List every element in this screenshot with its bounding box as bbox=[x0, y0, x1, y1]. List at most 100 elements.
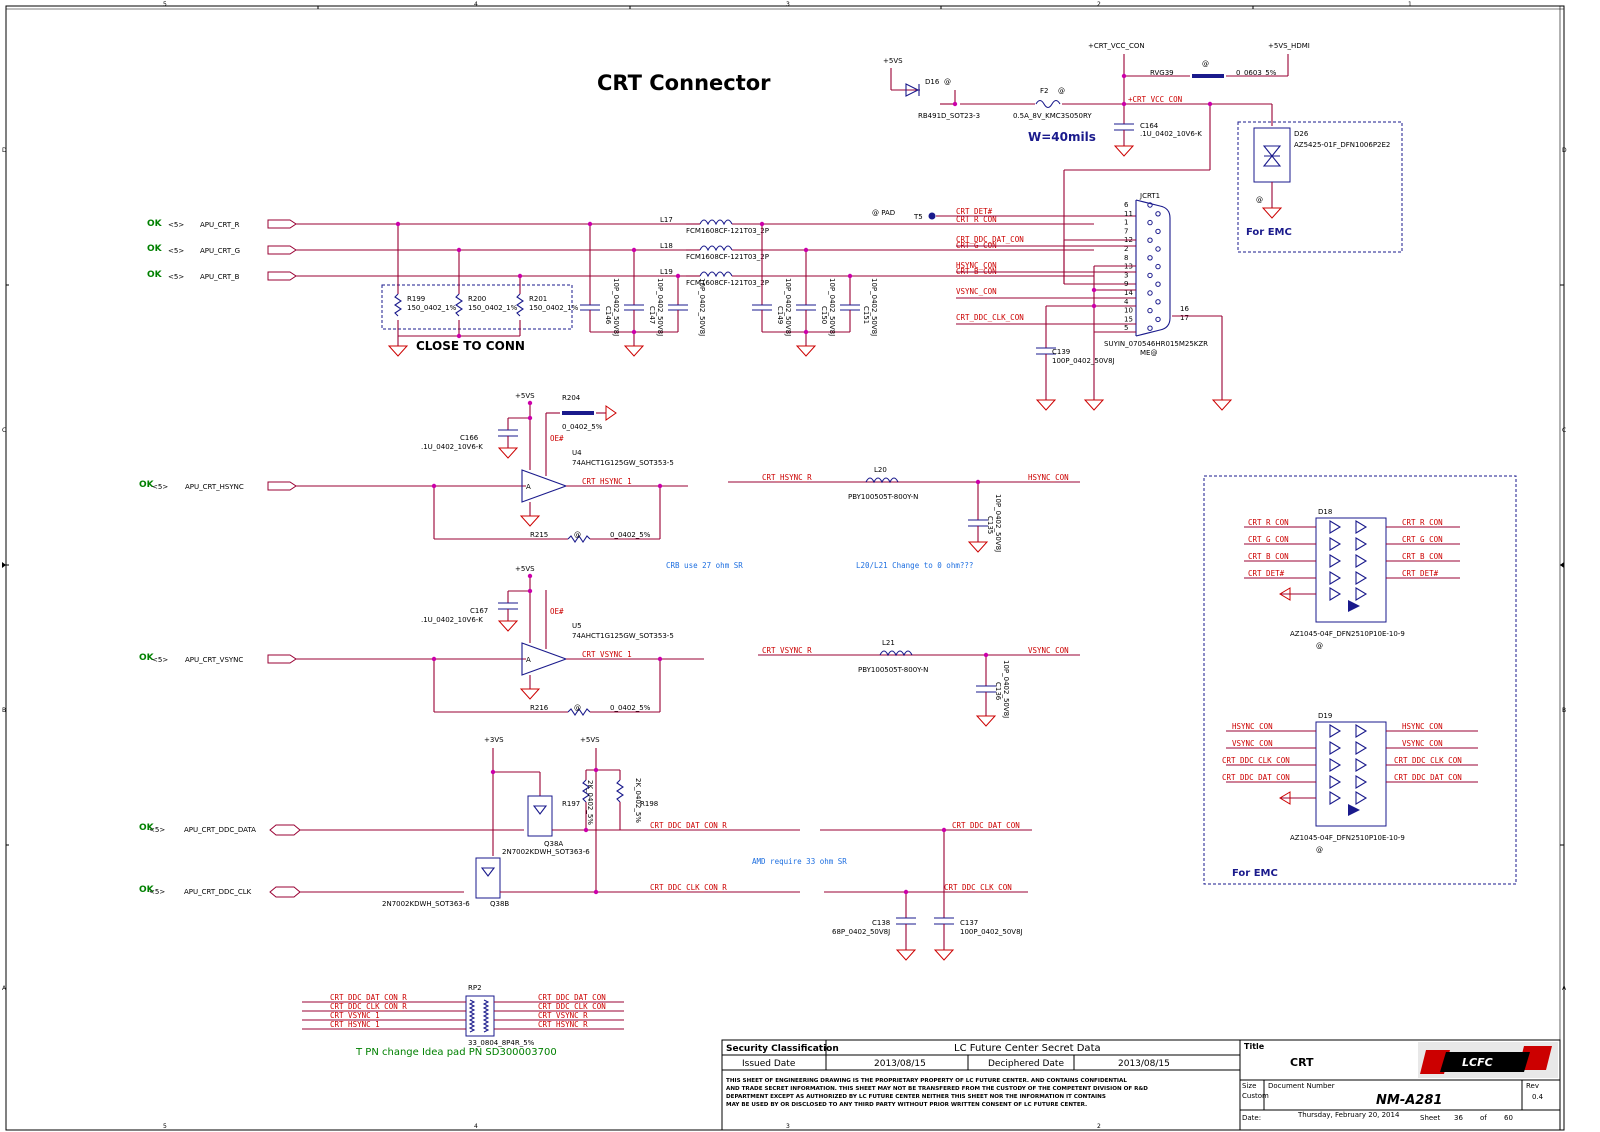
r201-symbol bbox=[516, 293, 524, 317]
d18-diodes-icon bbox=[1329, 520, 1368, 601]
r199-value: 150_0402_1% bbox=[407, 304, 457, 312]
rgb-term-ground bbox=[387, 345, 409, 357]
net-crt-vsync-1: CRT_VSYNC_1 bbox=[582, 650, 632, 659]
d16-at: @ bbox=[944, 78, 951, 86]
d19-diodes-icon bbox=[1329, 724, 1368, 805]
r199-ref: R199 bbox=[407, 295, 425, 303]
d26-at: @ bbox=[1256, 196, 1263, 204]
jcrt1-pin-contact bbox=[1147, 237, 1153, 243]
power-5vs-label: +5VS bbox=[883, 57, 903, 65]
date-label: Date: bbox=[1242, 1114, 1261, 1122]
c148-value: 10P_0402_50V8J bbox=[698, 278, 706, 336]
d16-value: RB491D_SOT23-3 bbox=[918, 112, 980, 120]
r198-symbol bbox=[616, 779, 624, 803]
l20-inductor-symbol bbox=[865, 477, 899, 484]
rvg39-ref: RVG39 bbox=[1150, 69, 1174, 77]
d19-net-hs-right: HSYNC_CON bbox=[1402, 722, 1443, 731]
c164-value: .1U_0402_10V6-K bbox=[1140, 130, 1202, 138]
disclaimer-4: MAY BE USED BY OR DISCLOSED TO ANY THIRD… bbox=[726, 1102, 1087, 1108]
emc-label-1: For EMC bbox=[1246, 227, 1292, 238]
u5-a: A bbox=[526, 656, 531, 664]
d19-net-dat-left: CRT_DDC_DAT_CON bbox=[1222, 773, 1290, 782]
jcrt1-shield-ground bbox=[1211, 399, 1233, 411]
u5-ref: U5 bbox=[572, 622, 582, 630]
q38b-symbol bbox=[475, 857, 501, 899]
ok-ddc-clk: OK bbox=[139, 885, 155, 895]
c136-value: 10P_0402_50V8J bbox=[1002, 660, 1010, 718]
net-ddc-dat-con-r: CRT_DDC_DAT_CON_R bbox=[650, 821, 727, 830]
l21-ref: L21 bbox=[882, 639, 895, 647]
emc-label-2: For EMC bbox=[1232, 868, 1278, 879]
r215-at: @ bbox=[574, 531, 581, 539]
security-value: LC Future Center Secret Data bbox=[954, 1043, 1101, 1054]
c151-ref: C151 bbox=[862, 306, 870, 324]
jcrt1-pin-contact bbox=[1155, 263, 1161, 270]
width-note: W=40mils bbox=[1028, 130, 1096, 144]
jcrt1-pin-contact bbox=[1155, 246, 1161, 252]
net-crt-vsync-r: CRT_VSYNC_R bbox=[762, 646, 812, 655]
q38a-value: 2N7002KDWH_SOT363-6 bbox=[502, 848, 590, 856]
sheet-ddc-clk: <5> bbox=[149, 888, 165, 896]
c135-ref: C135 bbox=[986, 516, 994, 534]
l19-ref: L19 bbox=[660, 268, 673, 276]
issued-label: Issued Date bbox=[742, 1059, 796, 1069]
rvg39-at: @ bbox=[1202, 60, 1209, 68]
u4-oe: OE# bbox=[550, 434, 564, 443]
border-row-d: D bbox=[2, 147, 7, 154]
sheet-vsync: <5> bbox=[152, 656, 168, 664]
net-hsync-con-top: HSYNC_CON bbox=[956, 261, 997, 270]
jcrt1-pin-contact bbox=[1147, 202, 1153, 208]
note-amd: AMD require 33 ohm SR bbox=[752, 857, 847, 866]
c139-ref: C139 bbox=[1052, 348, 1070, 356]
r215-ref: R215 bbox=[530, 531, 548, 539]
sheet-g: <5> bbox=[168, 247, 184, 255]
border-col-3-bottom: 3 bbox=[786, 1123, 790, 1130]
jcrt1-connector: JCRT1 SUYIN_070546HR015M25KZR ME@ 611171… bbox=[956, 192, 1233, 411]
net-crt-hsync-1: CRT_HSYNC_1 bbox=[582, 477, 632, 486]
c164-ground bbox=[1113, 145, 1135, 157]
jcrt1-pin-2: 2 bbox=[1124, 245, 1128, 253]
c137-ground bbox=[933, 949, 955, 961]
crt-vcc-label: +CRT_VCC_CON bbox=[1088, 42, 1145, 50]
r215-symbol bbox=[567, 535, 591, 543]
d19-net-dat-right: CRT_DDC_DAT_CON bbox=[1394, 773, 1462, 782]
c149-value: 10P_0402_50V8J bbox=[784, 278, 792, 336]
logo-text: LCFC bbox=[1462, 1056, 1493, 1069]
c150-ref: C150 bbox=[820, 306, 828, 324]
net-ddc-clk-con-r: CRT_DDC_CLK_CON_R bbox=[650, 883, 727, 892]
t5-ref: T5 bbox=[913, 213, 923, 221]
u4-buffer-symbol bbox=[521, 469, 568, 503]
rp2-right-1: CRT_DDC_DAT_CON bbox=[538, 993, 606, 1002]
border-row-a-right: A bbox=[1562, 985, 1567, 992]
rp2-right-4: CRT_HSYNC_R bbox=[538, 1020, 588, 1029]
u4-ground bbox=[519, 515, 541, 527]
l19-value: FCM1608CF-121T03_2P bbox=[686, 279, 769, 287]
of-label: of bbox=[1480, 1114, 1487, 1122]
rp2-left-2: CRT_DDC_CLK_CON_R bbox=[330, 1002, 407, 1011]
d18-net-r-right: CRT_R_CON bbox=[1402, 518, 1443, 527]
d19-package bbox=[1315, 721, 1387, 827]
c166-value: .1U_0402_10V6-K bbox=[421, 443, 483, 451]
r200-symbol bbox=[455, 293, 463, 317]
net-apu-crt-r: APU_CRT_R bbox=[200, 221, 240, 229]
t5-pad: @ PAD bbox=[872, 209, 895, 217]
ok-vsync: OK bbox=[139, 653, 155, 663]
d26-value: AZ5425-01F_DFN1006P2E2 bbox=[1294, 141, 1390, 149]
d18-ref: D18 bbox=[1318, 508, 1332, 516]
net-hsync-con: HSYNC_CON bbox=[1028, 473, 1069, 482]
sheet-label: Sheet bbox=[1420, 1114, 1440, 1122]
c147-value: 10P_0402_50V8J bbox=[656, 278, 664, 336]
net-vsync-con: VSYNC_CON bbox=[1028, 646, 1069, 655]
date-value: Thursday, February 20, 2014 bbox=[1297, 1111, 1400, 1119]
docnum-label: Document Number bbox=[1268, 1082, 1335, 1090]
left-cap-ground bbox=[623, 345, 645, 357]
jcrt1-me: ME@ bbox=[1140, 349, 1157, 357]
r204-value: 0_0402_5% bbox=[562, 423, 603, 431]
test-point-t5: @ PAD T5 CRT_DET# bbox=[872, 207, 1136, 221]
r201-value: 150_0402_1% bbox=[529, 304, 579, 312]
rp2-resistor-pack: RP2 33_0804_8P4R_5% CRT_DDC_DAT_CON_R CR… bbox=[302, 984, 624, 1058]
jcrt1-ground-2 bbox=[1083, 399, 1105, 411]
c167-ground bbox=[497, 620, 519, 632]
u5-oe: OE# bbox=[550, 607, 564, 616]
